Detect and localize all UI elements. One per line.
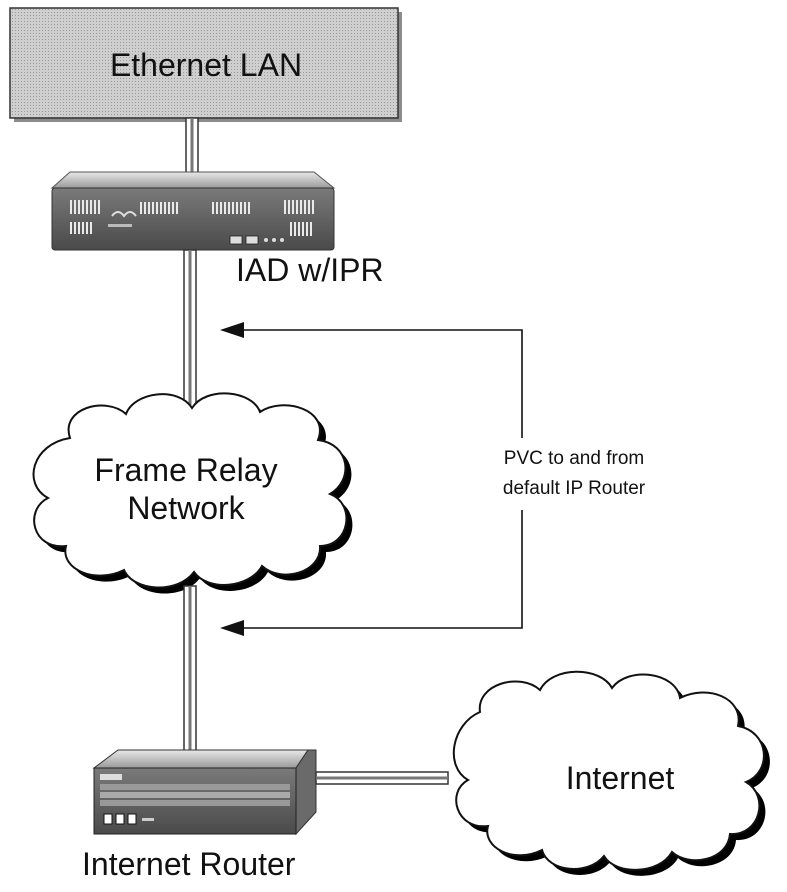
link-iad-to-frame-relay xyxy=(183,249,197,413)
pvc-bracket xyxy=(232,329,523,629)
pvc-label-line1: PVC to and from xyxy=(503,448,645,469)
frame-relay-label-line2: Network xyxy=(127,490,245,526)
frame-relay-label-line1: Frame Relay xyxy=(94,452,278,488)
ethernet-lan-label: Ethernet LAN xyxy=(109,46,303,83)
iad-device xyxy=(50,171,336,251)
internet-router-label: Internet Router xyxy=(82,846,296,882)
internet-label: Internet xyxy=(565,760,675,796)
frame-relay-cloud xyxy=(32,392,353,594)
pvc-arrow-top xyxy=(220,322,244,338)
internet-cloud xyxy=(452,670,770,876)
iad-label: IAD w/IPR xyxy=(236,252,384,288)
pvc-arrow-bottom xyxy=(220,620,244,636)
link-frame-relay-to-router xyxy=(183,585,197,755)
link-router-to-internet xyxy=(315,771,449,785)
pvc-label-line2: default IP Router xyxy=(502,478,646,499)
link-lan-to-iad xyxy=(185,117,199,175)
internet-router-device xyxy=(92,749,317,836)
ethernet-lan-box xyxy=(9,7,402,122)
